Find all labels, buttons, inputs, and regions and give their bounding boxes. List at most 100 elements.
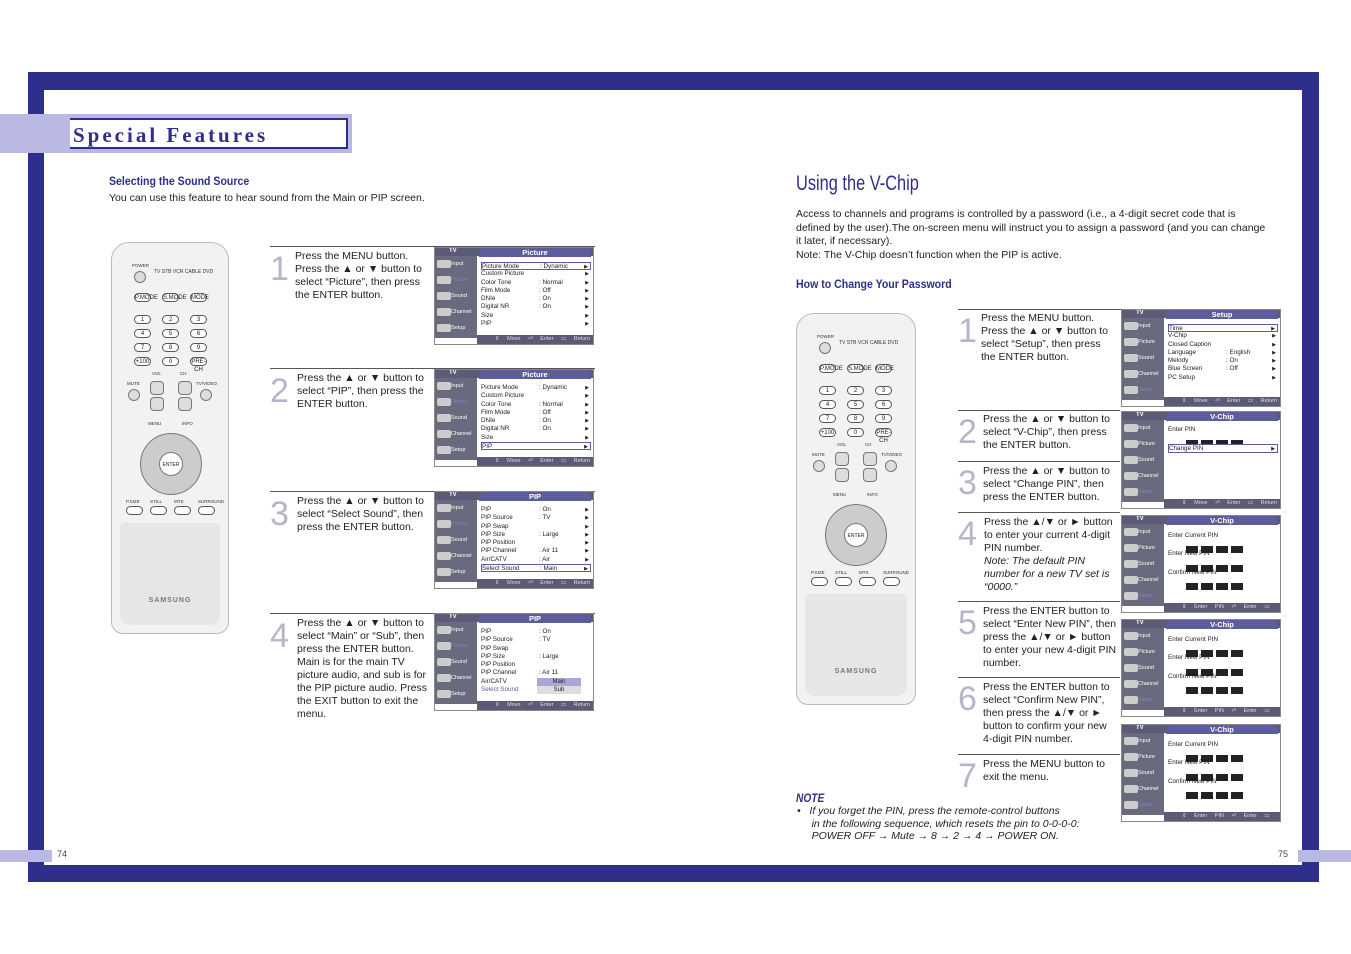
remote-key[interactable]: 3 — [190, 315, 207, 324]
remote-vol-label: VOL — [837, 442, 847, 447]
osd-sidebar-item: Setup — [1138, 593, 1153, 599]
remote-key[interactable]: 9 — [875, 414, 892, 423]
osd-pin-row — [1168, 434, 1278, 448]
vol-ch-button[interactable] — [835, 452, 849, 466]
osd-menu-icon — [437, 260, 451, 268]
remote-key[interactable] — [811, 577, 828, 586]
remote-key[interactable] — [174, 506, 191, 515]
osd-row-label: Picture Mode — [482, 263, 520, 270]
osd-title: V-Chip — [1166, 516, 1278, 525]
enter-button[interactable]: ENTER — [159, 452, 183, 476]
remote-key-label: P.SIZE — [811, 570, 825, 575]
osd-menu-icon — [437, 308, 451, 316]
remote-key[interactable]: P.MODE — [819, 364, 843, 373]
remote-key[interactable]: 4 — [819, 400, 836, 409]
remote-key[interactable] — [835, 577, 852, 586]
title-tab — [0, 114, 28, 153]
remote-key[interactable]: 6 — [190, 329, 207, 338]
remote-key[interactable]: 0 — [162, 357, 179, 366]
remote-key[interactable]: 6 — [875, 400, 892, 409]
osd-rows: Time▶V-Chip▶Closed Caption▶Language: Eng… — [1168, 324, 1278, 382]
step-divider — [958, 512, 1120, 513]
osd-row-arrow: ▶ — [584, 264, 588, 270]
osd-sidebar-item: Input — [1138, 425, 1151, 431]
osd-menu-icon — [1124, 576, 1138, 584]
remote-key[interactable]: 7 — [134, 343, 151, 352]
power-button[interactable] — [134, 271, 146, 283]
osd-sidebar-item: Channel — [1138, 786, 1159, 792]
remote-key[interactable]: 1 — [134, 315, 151, 324]
remote-key[interactable]: +100 — [819, 428, 836, 437]
osd-menu-icon — [1124, 322, 1138, 330]
remote-key-label: STILL — [150, 499, 163, 504]
osd-row: Color Tone: Normal▶ — [481, 279, 591, 287]
osd-row-arrow: ▶ — [584, 566, 588, 573]
vol-ch-button[interactable] — [178, 397, 192, 411]
osd-row-label: PIP Swap — [481, 644, 509, 652]
pin-box — [1231, 791, 1243, 799]
remote-key[interactable]: 9 — [190, 343, 207, 352]
osd-footer: ⇕ Enter PIN ⏎ Enter ▭ Return — [1164, 812, 1280, 821]
osd-row-label: Color Tone — [481, 400, 512, 408]
remote-key[interactable]: 2 — [162, 315, 179, 324]
osd-sidebar-item: Setup — [1138, 489, 1153, 495]
remote-key[interactable] — [859, 577, 876, 586]
vol-ch-button[interactable] — [150, 397, 164, 411]
osd-row-value: : On — [539, 295, 551, 303]
vol-ch-button[interactable] — [150, 381, 164, 395]
mute-button[interactable] — [128, 389, 140, 401]
osd-rows: PIP: On▶PIP Source: TV▶PIP Swap▶PIP Size… — [481, 506, 591, 573]
vol-ch-button[interactable] — [863, 452, 877, 466]
osd-row-label: Air/CATV — [481, 555, 507, 563]
remote-key[interactable]: S.MODE — [162, 293, 187, 302]
tvvideo-button[interactable] — [200, 389, 212, 401]
remote-key[interactable]: PRE-CH — [190, 357, 207, 373]
step-text: Press the ▲/▼ or ► button to enter your … — [984, 516, 1118, 594]
vol-ch-button[interactable] — [863, 468, 877, 482]
vol-ch-button[interactable] — [178, 381, 192, 395]
remote-key[interactable]: PRE-CH — [875, 428, 892, 444]
osd-sidebar-item: Setup — [1138, 697, 1153, 703]
osd-row: DNIe: On▶ — [481, 295, 591, 303]
remote-key[interactable] — [150, 506, 167, 515]
remote-key[interactable] — [883, 577, 900, 586]
remote-key[interactable]: MODE — [875, 364, 894, 373]
remote-key[interactable]: 3 — [875, 386, 892, 395]
osd-row-label: Film Mode — [481, 286, 511, 294]
remote-key[interactable]: 1 — [819, 386, 836, 395]
remote-key[interactable]: 8 — [162, 343, 179, 352]
remote-key[interactable]: 8 — [847, 414, 864, 423]
remote-menu-label: MENU — [833, 492, 847, 497]
tvvideo-button[interactable] — [885, 460, 897, 472]
remote-key[interactable]: 5 — [162, 329, 179, 338]
remote-key[interactable]: 0 — [847, 428, 864, 437]
remote-key[interactable]: MODE — [190, 293, 209, 302]
remote-key[interactable]: 5 — [847, 400, 864, 409]
remote-key[interactable]: S.MODE — [847, 364, 872, 373]
power-button[interactable] — [819, 342, 831, 354]
osd-sidebar-item: Sound — [451, 659, 467, 665]
remote-key[interactable]: 7 — [819, 414, 836, 423]
step-number: 6 — [958, 680, 977, 718]
remote-key-label: MTS — [859, 570, 869, 575]
remote-key[interactable]: +100 — [134, 357, 151, 366]
remote-key[interactable]: P.MODE — [134, 293, 158, 302]
vol-ch-button[interactable] — [835, 468, 849, 482]
remote-key[interactable]: 2 — [847, 386, 864, 395]
enter-button[interactable]: ENTER — [844, 523, 868, 547]
remote-key[interactable]: 4 — [134, 329, 151, 338]
mute-button[interactable] — [813, 460, 825, 472]
osd-row: PIP Size: Large — [481, 653, 591, 661]
navigation-pad[interactable] — [140, 433, 202, 495]
remote-key[interactable] — [126, 506, 143, 515]
step-divider — [958, 754, 1120, 755]
osd-sidebar-item: Channel — [451, 431, 472, 437]
remote-key[interactable] — [198, 506, 215, 515]
osd-title: Setup — [1166, 310, 1278, 319]
remote-lower-panel — [120, 523, 220, 625]
osd-sidebar-item: Channel — [1138, 577, 1159, 583]
